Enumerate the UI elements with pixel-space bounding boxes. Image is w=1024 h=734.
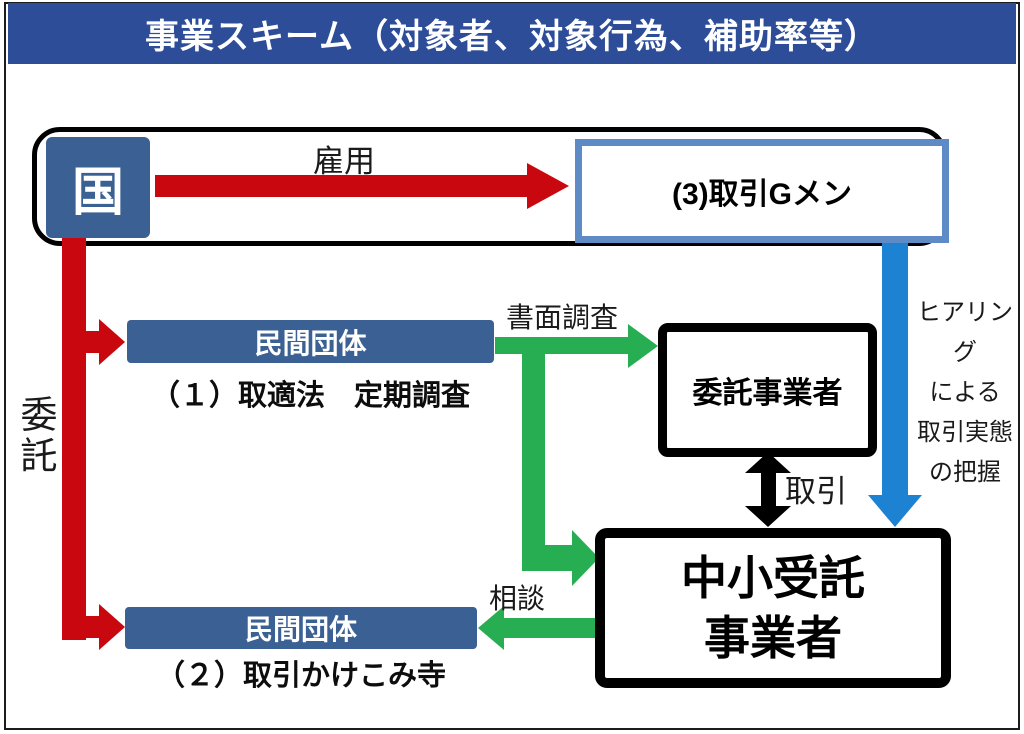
koyou-label: 雇用: [313, 144, 375, 179]
shomen-arrow-shaft: [495, 337, 628, 354]
itaku-arrow-branch1-shaft: [86, 331, 99, 353]
torihiki-label: 取引: [785, 474, 847, 509]
koyou-arrow-head: [527, 163, 569, 209]
node-minkan2: 民間団体: [125, 607, 477, 649]
itaku-arrow-branch1-head: [99, 319, 125, 365]
node-minkan1: 民間団体: [127, 320, 494, 363]
sodan-in-arrow-head: [572, 530, 599, 586]
torihiki-arrow-head-up: [745, 452, 791, 473]
node-minkan1-label: 民間団体: [254, 327, 367, 359]
itaku-arrow-branch2-shaft: [86, 616, 99, 638]
koyou-arrow-shaft: [155, 175, 527, 197]
shomen-arrow-head: [628, 324, 658, 368]
minkan2-caption: （２）取引かけこみ寺: [155, 660, 446, 692]
itaku-label: 委託: [15, 395, 56, 477]
node-chusho-jutaku: 中小受託 事業者: [595, 528, 951, 688]
shomen-chosa-label: 書面調査: [506, 302, 619, 333]
node-gmen-label: (3)取引Gメン: [672, 178, 852, 211]
sodan-arrow-head: [478, 606, 504, 650]
hearing-label: ヒアリング による 取引実態 の把握: [917, 299, 1013, 486]
title-bar: 事業スキーム（対象者、対象行為、補助率等）: [8, 3, 1016, 64]
node-chusho-jutaku-label: 中小受託 事業者: [681, 552, 865, 664]
node-minkan2-label: 民間団体: [244, 614, 357, 645]
node-kuni-label: 国: [71, 164, 124, 222]
minkan1-caption: （１）取適法 定期調査: [150, 380, 470, 412]
node-gmen: (3)取引Gメン: [575, 139, 949, 243]
sodan-in-arrow-vertical: [522, 345, 545, 571]
node-itaku-jigyosha: 委託事業者: [658, 323, 877, 457]
node-kuni: 国: [46, 137, 150, 238]
node-itaku-jigyosha-label: 委託事業者: [692, 377, 843, 410]
page-title: 事業スキーム（対象者、対象行為、補助率等）: [145, 18, 879, 56]
sodan-in-arrow-bend: [522, 545, 572, 571]
torihiki-arrow-shaft: [761, 468, 776, 512]
itaku-arrow-trunk: [62, 236, 86, 640]
sodan-arrow-shaft: [504, 618, 596, 638]
torihiki-arrow-head-down: [745, 506, 791, 527]
itaku-arrow-branch2-head: [99, 604, 125, 650]
sodan-label: 相談: [489, 583, 546, 614]
hearing-arrow-shaft: [882, 229, 908, 495]
hearing-arrow-head: [868, 495, 922, 527]
